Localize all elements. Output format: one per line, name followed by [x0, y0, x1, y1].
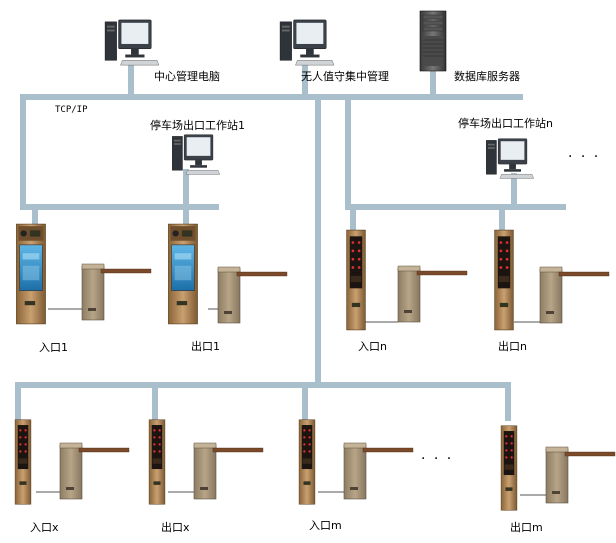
- workstation-n-label: 停车场出口工作站n: [458, 117, 553, 130]
- network-lines: [15, 62, 566, 421]
- entry1-barrier-icon: [81, 263, 152, 321]
- workstation-n-pc-icon: [485, 138, 535, 179]
- central-pc-label: 中心管理电脑: [154, 70, 220, 83]
- db-server-icon: [419, 10, 447, 72]
- exitn-barrier-icon: [539, 266, 610, 324]
- entry1-label: 入口1: [39, 341, 68, 354]
- exitx-label: 出口x: [161, 521, 190, 534]
- exit1-barrier-icon: [217, 266, 288, 324]
- db-server-label: 数据库服务器: [454, 70, 520, 83]
- exitx-barrier-icon: [193, 442, 264, 500]
- entrym-barrier-icon: [343, 442, 414, 500]
- entrym-kiosk-icon: [298, 419, 316, 505]
- entrym-label: 入口m: [309, 519, 342, 532]
- exit1-label: 出口1: [191, 340, 220, 353]
- unattended-pc-icon: [279, 19, 335, 66]
- central-pc-icon: [104, 19, 160, 66]
- exitm-label: 出口m: [510, 521, 543, 534]
- entryn-label: 入口n: [358, 340, 387, 353]
- exitx-kiosk-icon: [148, 419, 166, 505]
- exitn-kiosk-icon: [494, 229, 514, 331]
- entryx-label: 入口x: [30, 521, 59, 534]
- unattended-pc-label: 无人值守集中管理: [301, 70, 389, 83]
- entryx-barrier-icon: [59, 442, 130, 500]
- exitm-kiosk-icon: [500, 425, 518, 511]
- workstation-1-pc-icon: [171, 134, 221, 175]
- protocol-label: TCP/IP: [55, 105, 88, 115]
- lane-wires: [36, 308, 546, 496]
- workstation-more-dots: · · ·: [568, 149, 601, 165]
- entry1-kiosk-icon: [15, 223, 47, 325]
- entryx-kiosk-icon: [14, 419, 32, 505]
- exit1-kiosk-icon: [167, 223, 199, 325]
- entryn-barrier-icon: [397, 265, 468, 323]
- entryn-kiosk-icon: [346, 229, 366, 331]
- exitn-label: 出口n: [498, 340, 527, 353]
- lane-more-dots: · · ·: [421, 451, 454, 467]
- exitm-barrier-icon: [545, 446, 616, 504]
- workstation-1-label: 停车场出口工作站1: [150, 119, 245, 132]
